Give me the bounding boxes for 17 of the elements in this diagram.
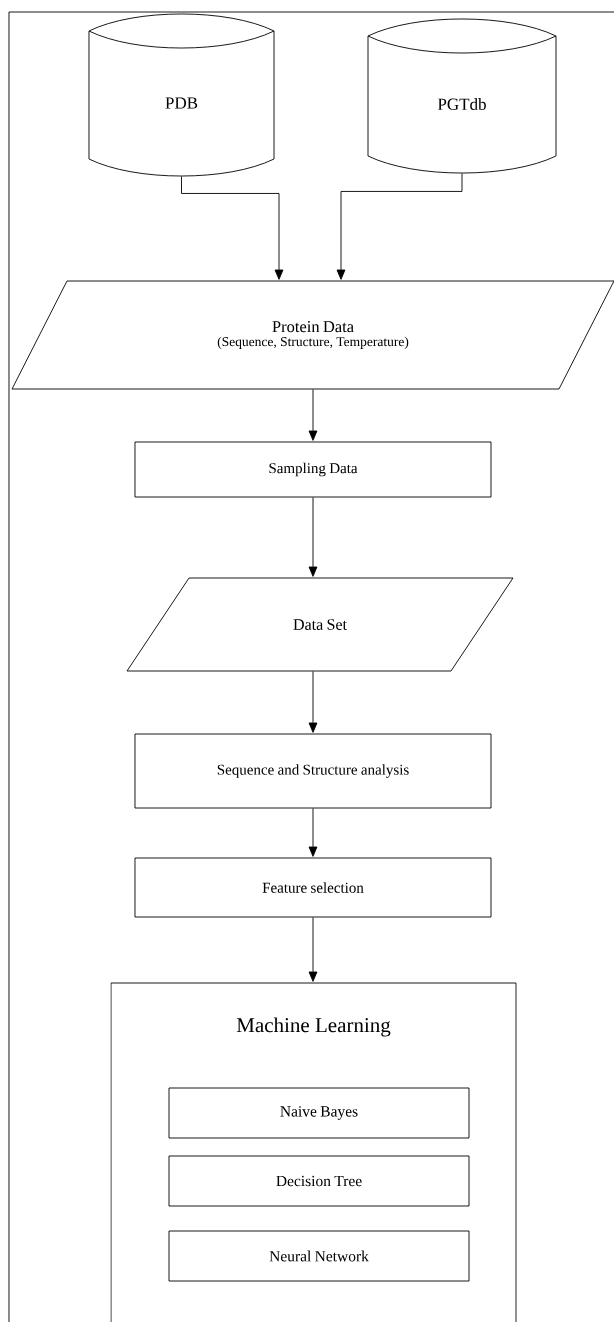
process-box: Naive Bayes (168, 1087, 470, 1139)
arrow (308, 917, 318, 982)
process-box: Sampling Data (134, 441, 492, 498)
data-parallelogram: Data Set (126, 577, 514, 672)
process-box: Decision Tree (168, 1155, 470, 1207)
process-box: Feature selection (134, 857, 492, 918)
database-cylinder: PGTdb (367, 18, 557, 174)
arrow (308, 497, 318, 577)
database-cylinder: PDB (88, 13, 275, 177)
arrow (308, 808, 318, 857)
process-box: Neural Network (168, 1230, 470, 1282)
process-box: Sequence and Structure analysis (134, 733, 492, 809)
arrow (308, 671, 318, 733)
arrow (308, 389, 318, 441)
data-parallelogram: Protein Data (Sequence, Structure, Temperature) (11, 280, 614, 390)
arrow (181, 176, 284, 280)
arrow (336, 173, 463, 280)
